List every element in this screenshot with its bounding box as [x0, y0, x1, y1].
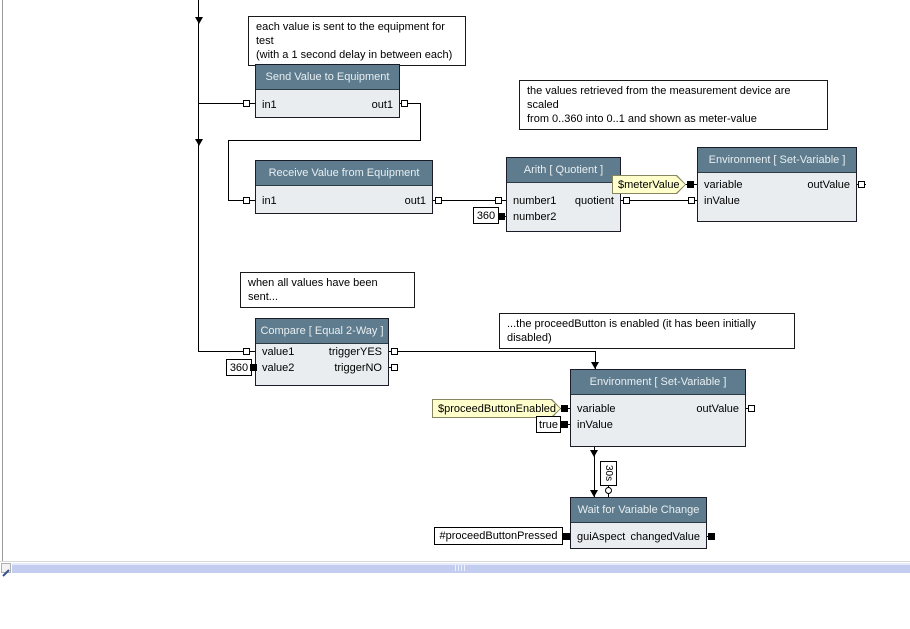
comment-box[interactable]: the values retrieved from the measuremen… [519, 80, 828, 130]
connection-line [433, 200, 506, 201]
port-in1: in1 [262, 195, 277, 207]
constant-360-divisor[interactable]: 360 [473, 207, 499, 224]
port-variable: variable [577, 403, 616, 415]
port-value2: value2 [262, 362, 295, 374]
arrow-down-icon [590, 450, 598, 457]
port-triggeryes: triggerYES [328, 346, 382, 358]
comment-box[interactable]: each value is sent to the equipment for … [248, 16, 466, 66]
port-connector-filled[interactable] [561, 405, 568, 412]
port-connector[interactable] [688, 197, 695, 204]
port-connector[interactable] [243, 348, 250, 355]
timeout-30s[interactable]: 30s [600, 461, 617, 486]
connection-line [595, 351, 596, 369]
node-title: Environment [ Set-Variable ] [698, 148, 856, 173]
port-connector[interactable] [435, 197, 442, 204]
arrow-down-icon [591, 362, 599, 369]
scrollbar-grip[interactable] [455, 565, 467, 571]
port-connector-filled[interactable] [708, 533, 715, 540]
port-number1: number1 [513, 195, 557, 207]
port-connector[interactable] [243, 100, 250, 107]
port-invalue: inValue [704, 195, 740, 207]
port-triggerno: triggerNO [334, 362, 382, 374]
node-arith-quotient[interactable]: Arith [ Quotient ] number1 number2 quoti… [506, 157, 621, 232]
port-out1: out1 [371, 99, 393, 111]
port-connector[interactable] [495, 197, 502, 204]
constant-proceedbuttonpressed[interactable]: #proceedButtonPressed [434, 527, 563, 545]
port-quotient: quotient [574, 195, 614, 207]
port-connector[interactable] [623, 197, 630, 204]
port-connector-filled[interactable] [250, 364, 257, 371]
connection-line [228, 200, 255, 201]
statusbar-separator [0, 561, 910, 562]
port-connector-filled[interactable] [561, 421, 568, 428]
pencil-icon [2, 569, 10, 577]
variable-tag-label: $proceedButtonEnabled [433, 400, 560, 417]
node-title: Receive Value from Equipment [256, 161, 432, 186]
port-connector[interactable] [391, 364, 398, 371]
node-title: Compare [ Equal 2-Way ] [256, 319, 388, 344]
arrow-down-icon [590, 490, 598, 497]
connection-line [594, 447, 595, 497]
node-environment-set-variable-proceed[interactable]: Environment [ Set-Variable ] variable in… [570, 369, 746, 447]
node-wait-for-variable-change[interactable]: Wait for Variable Change guiAspect chang… [570, 497, 707, 549]
port-connector-filled[interactable] [563, 533, 570, 540]
node-send-value-to-equipment[interactable]: Send Value to Equipment in1 out1 [255, 64, 400, 118]
constant-360-compare[interactable]: 360 [226, 359, 252, 376]
comment-box[interactable]: ...the proceedButton is enabled (it has … [499, 313, 795, 349]
node-compare-equal-2-way[interactable]: Compare [ Equal 2-Way ] value1 value2 tr… [255, 318, 389, 386]
connection-line [389, 351, 596, 352]
arrow-down-icon [195, 139, 203, 146]
variable-tag-metervalue[interactable]: $meterValue [612, 175, 686, 194]
edit-mode-button[interactable] [1, 563, 11, 577]
connection-line [198, 351, 255, 352]
connection-line [228, 140, 229, 201]
node-title: Send Value to Equipment [256, 65, 399, 90]
port-connector[interactable] [391, 348, 398, 355]
node-title: Wait for Variable Change [571, 498, 706, 523]
connection-line [228, 140, 421, 141]
port-variable: variable [704, 179, 743, 191]
port-connector[interactable] [858, 181, 865, 188]
port-invalue: inValue [577, 419, 613, 431]
variable-tag-label: $meterValue [613, 176, 685, 193]
port-changedvalue: changedValue [630, 531, 700, 543]
variable-tag-proceedbuttonenabled[interactable]: $proceedButtonEnabled [432, 399, 561, 418]
port-value1: value1 [262, 346, 295, 358]
port-connector[interactable] [401, 100, 408, 107]
node-title: Arith [ Quotient ] [507, 158, 620, 183]
port-guiaspect: guiAspect [577, 531, 626, 543]
connection-line [400, 103, 421, 104]
port-connector[interactable] [243, 197, 250, 204]
port-outvalue: outValue [696, 403, 739, 415]
port-number2: number2 [513, 211, 557, 223]
port-outvalue: outValue [807, 179, 850, 191]
node-title: Environment [ Set-Variable ] [571, 370, 745, 395]
connection-line [198, 0, 199, 352]
connection-line [198, 103, 255, 104]
node-environment-set-variable-meter[interactable]: Environment [ Set-Variable ] variable in… [697, 147, 857, 222]
timeout-connector[interactable] [605, 487, 612, 494]
comment-box[interactable]: when all values have been sent... [240, 272, 415, 308]
connection-line [621, 200, 697, 201]
constant-true[interactable]: true [536, 416, 561, 433]
window-left-border [2, 0, 3, 562]
node-receive-value-from-equipment[interactable]: Receive Value from Equipment in1 out1 [255, 160, 433, 214]
port-out1: out1 [404, 195, 426, 207]
arrow-down-icon [195, 17, 203, 24]
port-connector[interactable] [748, 405, 755, 412]
port-in1: in1 [262, 99, 277, 111]
port-connector-filled[interactable] [498, 213, 505, 220]
port-connector-filled[interactable] [687, 181, 694, 188]
connection-line [420, 103, 421, 141]
